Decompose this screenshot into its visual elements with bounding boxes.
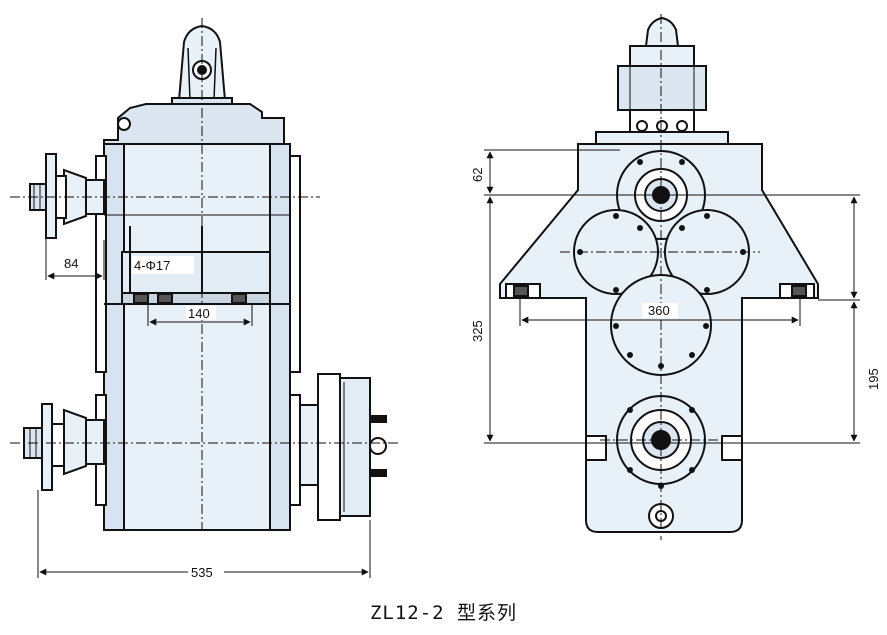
motor-end bbox=[299, 373, 387, 521]
dim-holes: 4-Φ17 bbox=[134, 258, 170, 273]
drawing-caption: ZL12-2 型系列 bbox=[369, 602, 518, 624]
dim-length: 535 bbox=[191, 565, 213, 580]
top-fitting bbox=[595, 16, 729, 145]
bolt-hole bbox=[157, 293, 173, 304]
dim-offset: 84 bbox=[64, 256, 78, 271]
side-view bbox=[23, 24, 387, 531]
bolt-hole bbox=[231, 293, 247, 304]
output-boss bbox=[616, 395, 706, 485]
dim-width: 360 bbox=[648, 303, 670, 318]
front-view bbox=[499, 16, 819, 533]
input-shaft bbox=[29, 153, 105, 239]
technical-drawing: 84 4-Φ17 140 535 bbox=[10, 14, 881, 580]
dim-lower: 195 bbox=[866, 368, 881, 390]
dim-height: 325 bbox=[470, 320, 485, 342]
output-shaft bbox=[23, 403, 105, 491]
bolt-pattern bbox=[577, 159, 746, 489]
dim-top: 62 bbox=[470, 168, 485, 182]
side-housing bbox=[103, 143, 291, 531]
bolt-hole bbox=[133, 293, 149, 304]
dim-spacing: 140 bbox=[188, 306, 210, 321]
